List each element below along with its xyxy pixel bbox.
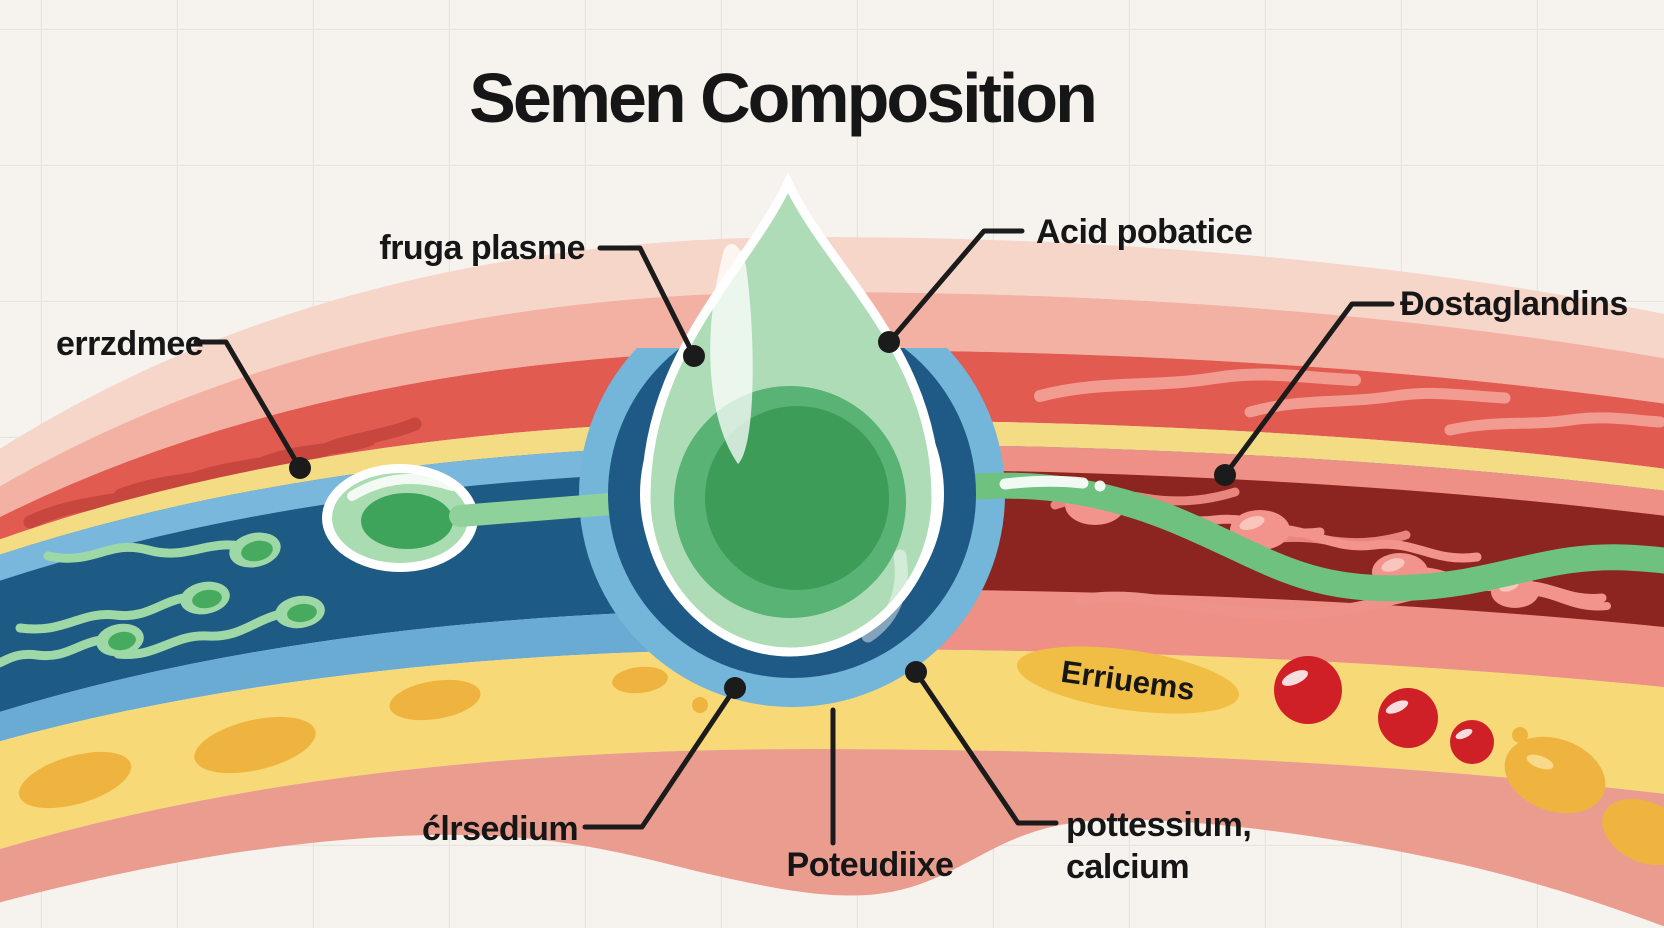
gold-blob <box>194 716 316 774</box>
leader-dot-left <box>289 457 311 479</box>
big-green-sperm <box>322 464 478 572</box>
yellow-band-contents: Erriuems <box>18 646 1664 866</box>
droplet-highlight <box>710 243 753 464</box>
label-top-right: Acid pobatice <box>1036 213 1252 251</box>
labels: Semen Composition fruga plasme Acid poba… <box>56 59 1628 886</box>
red-band-squiggles <box>23 368 1664 529</box>
green-sperm <box>15 581 230 634</box>
leader-dot-right <box>1214 464 1236 486</box>
gold-blob-highlight <box>1526 754 1554 770</box>
droplet <box>641 172 941 657</box>
gold-blob <box>389 679 481 721</box>
gold-badge-ellipse <box>1017 646 1239 714</box>
label-top-left: fruga plasme <box>379 229 585 267</box>
droplet-sheen <box>861 549 908 643</box>
label-bottom-right-line2: calcium <box>1066 848 1189 886</box>
band-pale-pink <box>0 237 1664 487</box>
droplet-dark-circle <box>705 406 889 590</box>
fructose-badge: Erriuems <box>1017 646 1239 714</box>
gold-dot <box>692 697 708 713</box>
green-sperm-group <box>0 464 478 668</box>
band-salmon <box>0 292 1664 518</box>
leader-right <box>1222 301 1395 478</box>
green-sperm <box>43 532 281 568</box>
leader-dot-bottom-right <box>905 661 927 683</box>
leader-lines <box>193 228 1395 846</box>
band-yellow-thin <box>0 420 1664 555</box>
gold-blob <box>18 751 132 809</box>
label-left: errzdmee <box>56 325 203 363</box>
gold-blob <box>612 666 668 694</box>
label-bottom-left: ćlrsedium <box>422 810 578 848</box>
page-title: Semen Composition <box>469 59 1095 137</box>
leader-left <box>193 339 303 471</box>
band-red <box>0 350 1664 540</box>
gold-blob <box>1602 798 1664 866</box>
leader-dot-top-right <box>878 331 900 353</box>
leader-bottom-right <box>913 669 1059 826</box>
leader-top-right <box>886 228 1025 345</box>
green-sperm <box>0 623 144 668</box>
red-cells <box>1274 656 1528 764</box>
leader-dot-bottom-left <box>724 677 746 699</box>
label-right: Đostaglandins <box>1400 285 1628 323</box>
leader-top-left <box>597 245 697 359</box>
leader-bottom-left <box>582 685 738 830</box>
leader-dot-top-left <box>683 345 705 367</box>
label-bottom-center: Poteudiixe <box>787 846 954 884</box>
green-sperm <box>113 595 325 659</box>
label-bottom-right-line1: pottessium, <box>1066 806 1251 844</box>
